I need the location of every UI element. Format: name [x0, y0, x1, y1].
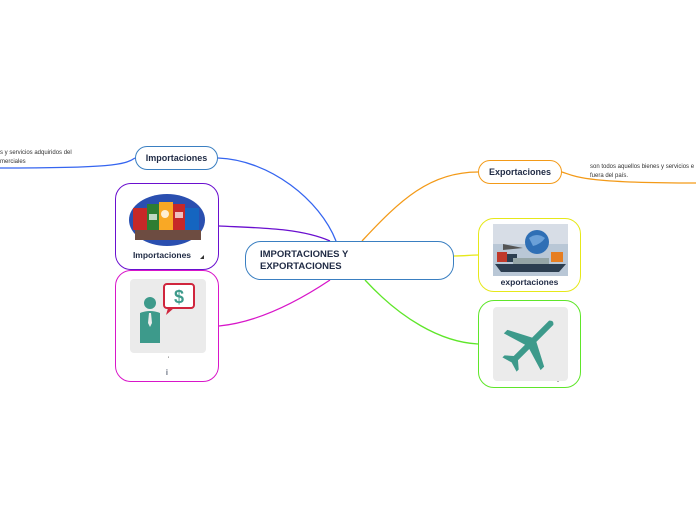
export-image-caption: exportaciones: [500, 277, 559, 287]
person-dollar-speech-icon: $: [130, 279, 206, 353]
importaciones-label: Importaciones: [145, 153, 208, 163]
import-image-card[interactable]: Importaciones: [115, 183, 219, 270]
globe-flags-containers-image: [129, 190, 206, 247]
small-dot-mark: ': [168, 357, 170, 363]
central-title-line2: EXPORTACIONES: [260, 261, 342, 272]
importaciones-topic[interactable]: Importaciones: [135, 146, 218, 170]
resize-corner-icon: [200, 255, 204, 259]
person-image-card[interactable]: $ ' i: [115, 270, 219, 382]
export-image-card[interactable]: exportaciones: [478, 218, 581, 292]
airplane-icon: [493, 307, 568, 381]
import-image-caption: Importaciones: [132, 250, 192, 260]
exportaciones-note: son todos aquellos bienes y servicios e …: [590, 164, 695, 179]
central-title-line1: IMPORTACIONES Y: [260, 249, 349, 260]
importaciones-note: s y servicios adquiridos del merciales: [0, 150, 72, 165]
exportaciones-label: Exportaciones: [488, 167, 552, 177]
svg-text:$: $: [174, 287, 184, 307]
exportaciones-topic[interactable]: Exportaciones: [478, 160, 562, 184]
central-topic[interactable]: IMPORTACIONES Y EXPORTACIONES: [245, 241, 454, 280]
airplane-image-card[interactable]: -: [478, 300, 581, 388]
globe-ship-cargo-image: [493, 224, 568, 276]
person-image-caption: i: [166, 367, 168, 377]
small-dash-mark: -: [557, 379, 559, 385]
